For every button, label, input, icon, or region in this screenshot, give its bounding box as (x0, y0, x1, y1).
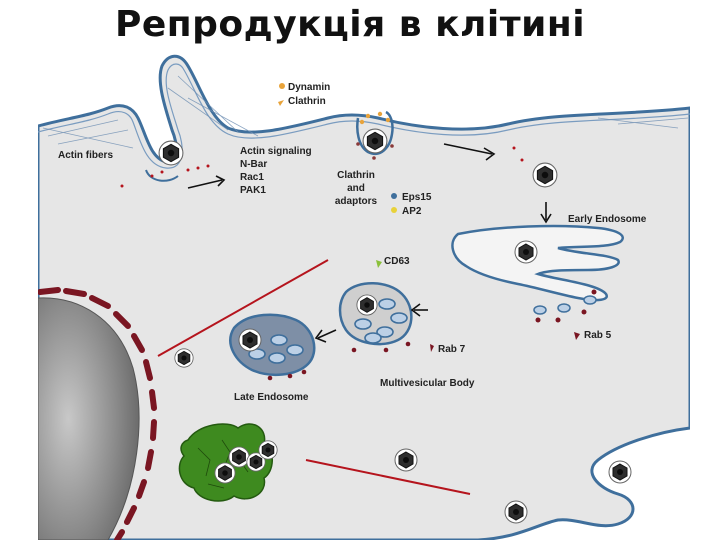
label-eps15: Eps15 (402, 192, 432, 203)
slide-title: Репродукція в клітині (0, 4, 700, 45)
label-late-endosome: Late Endosome (234, 392, 309, 403)
endocytosis-diagram: Dynamin Clathrin Actin fibers Actin sign… (38, 48, 690, 540)
label-ap2: AP2 (402, 206, 422, 217)
label-rab7: Rab 7 (438, 344, 466, 355)
label-n-bar: N-Bar (240, 159, 267, 170)
label-clathrin-line1: Clathrin (337, 170, 375, 181)
label-actin-signaling: Actin signaling (240, 146, 312, 157)
label-rab5: Rab 5 (584, 330, 612, 341)
label-dynamin: Dynamin (288, 82, 330, 93)
label-clathrin-line2: and (347, 183, 365, 194)
label-early-endosome: Early Endosome (568, 214, 647, 225)
label-clathrin: Clathrin (288, 96, 326, 107)
label-pak1: PAK1 (240, 185, 266, 196)
label-clathrin-line3: adaptors (335, 196, 378, 207)
label-cd63: CD63 (384, 256, 410, 267)
label-rac1: Rac1 (240, 172, 264, 183)
label-actin-fibers: Actin fibers (58, 150, 113, 161)
label-multivesicular-body: Multivesicular Body (380, 378, 475, 389)
